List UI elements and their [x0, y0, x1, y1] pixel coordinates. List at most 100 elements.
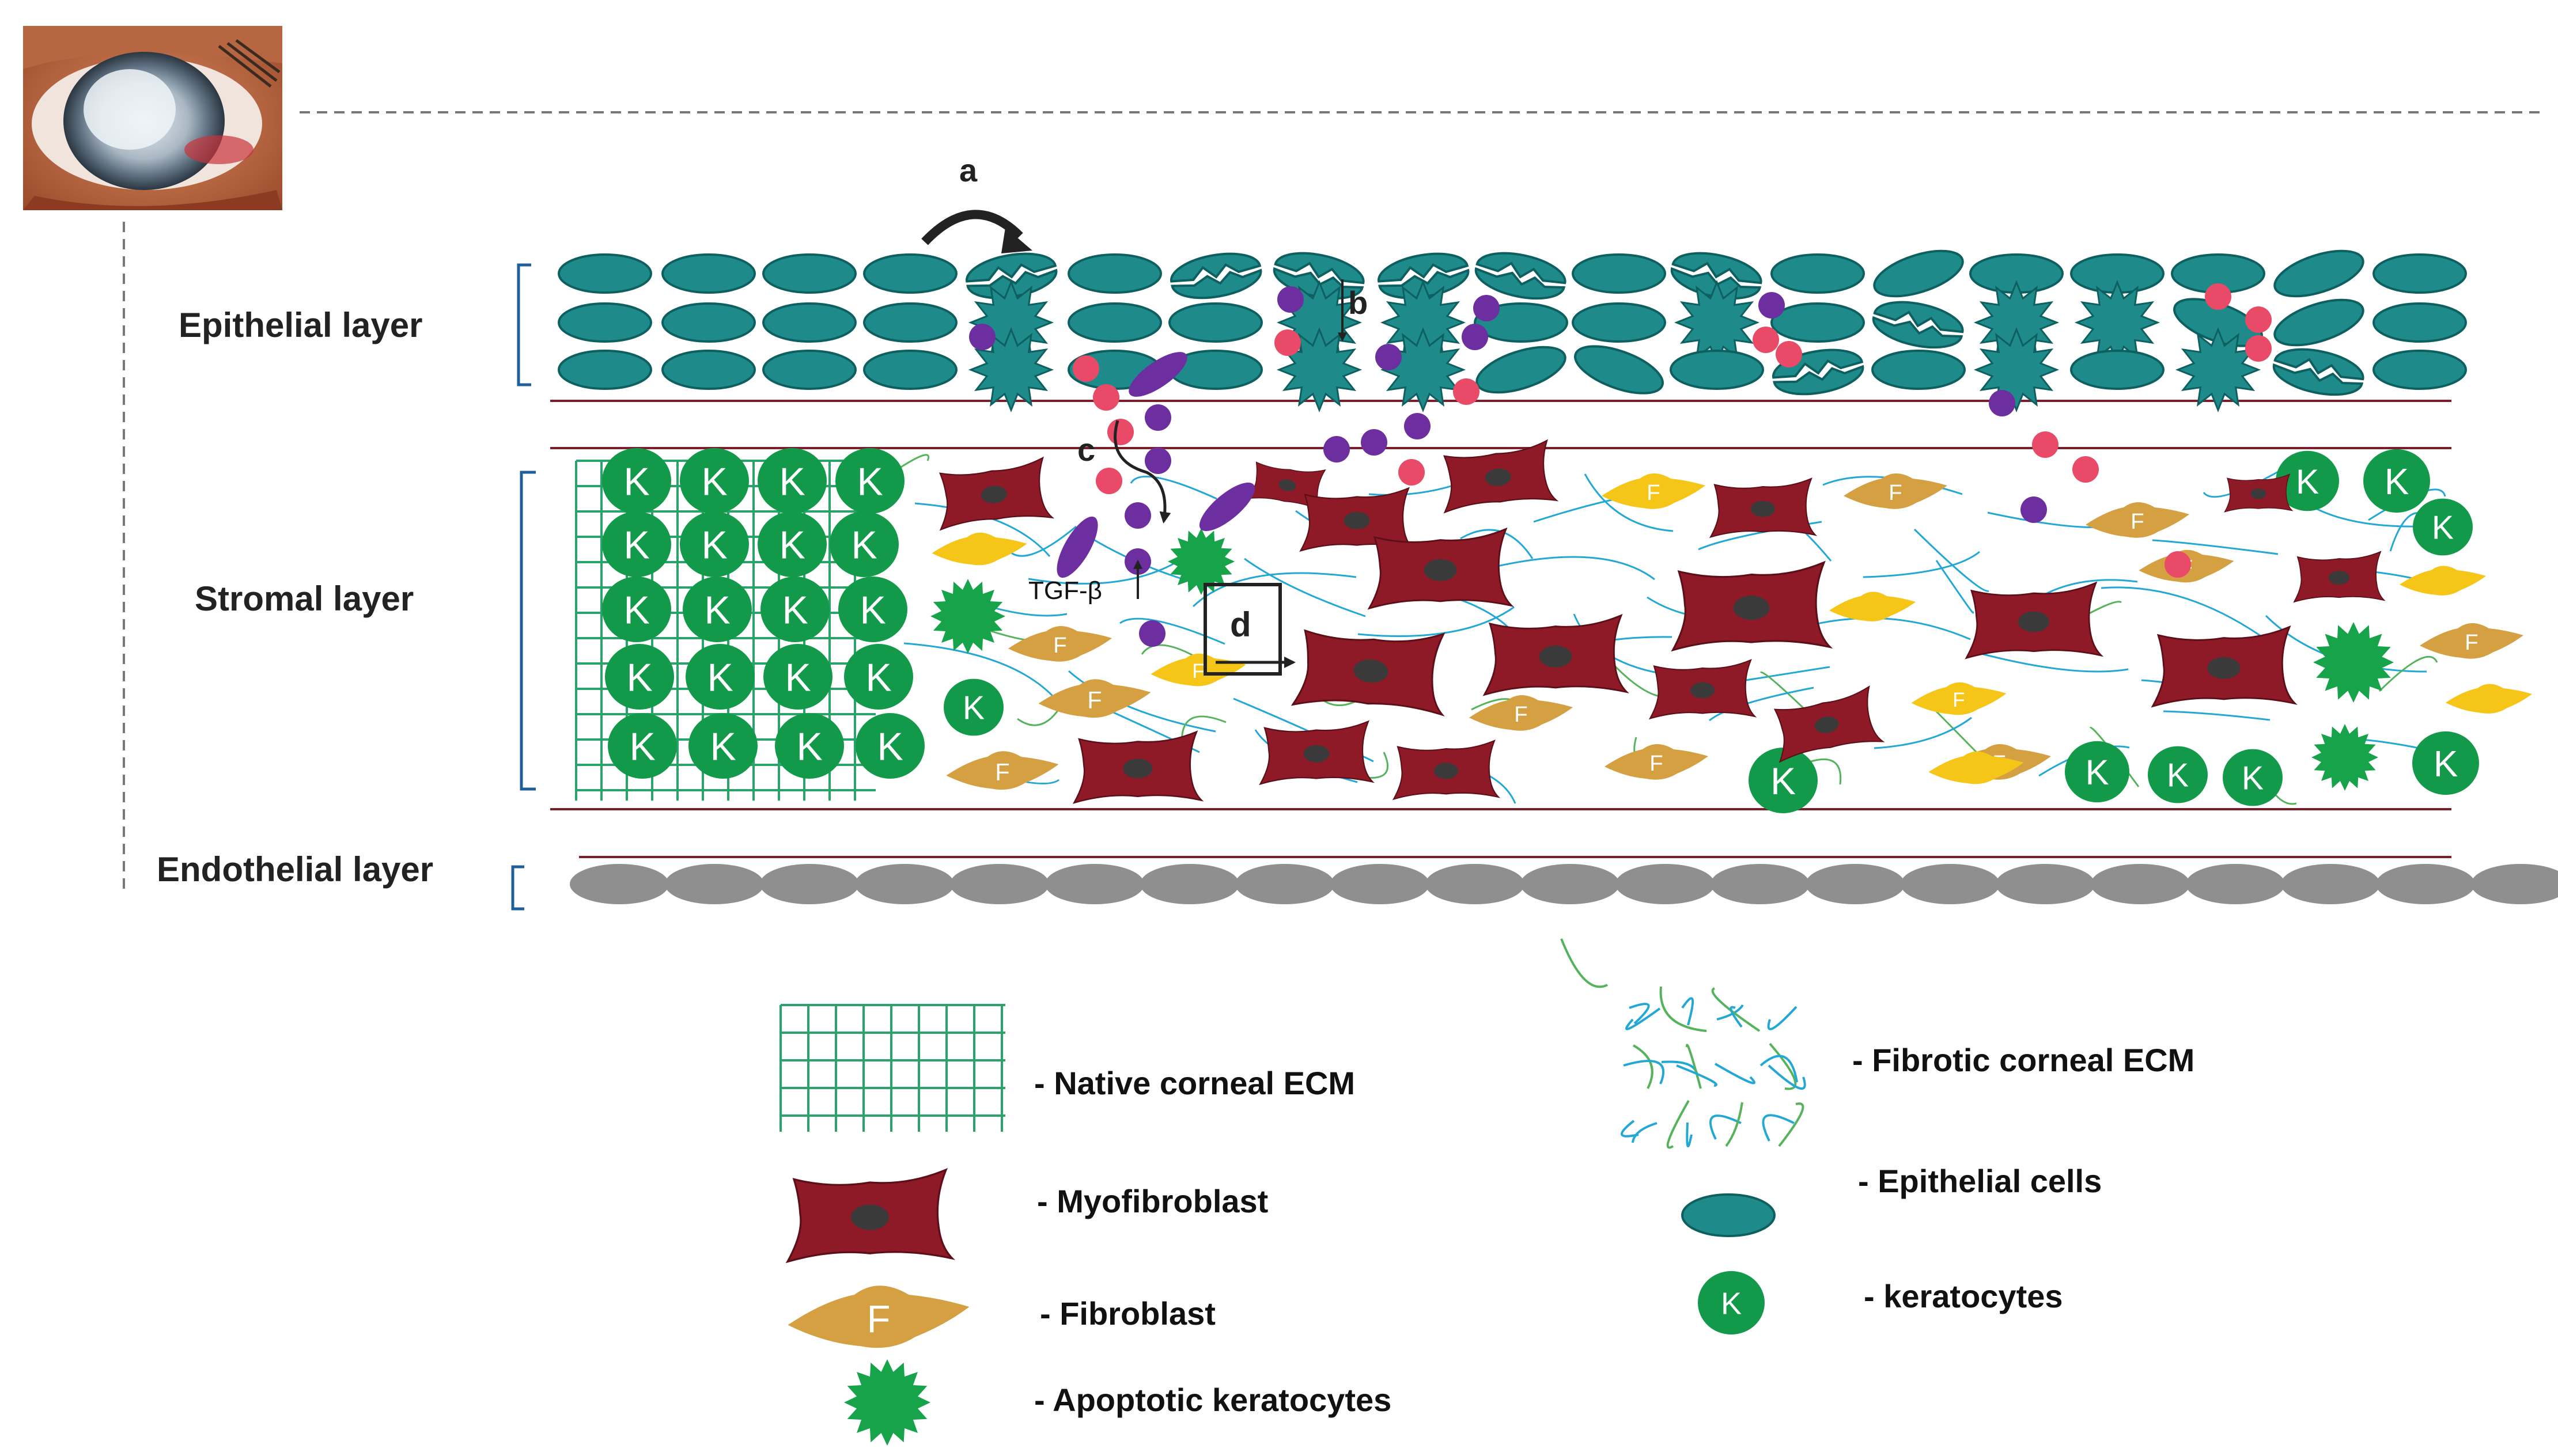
epithelial-cell — [762, 302, 857, 343]
keratocyte-cell: K — [605, 644, 674, 710]
epithelial-cell — [1770, 253, 1865, 294]
myofibroblast-cell — [1671, 560, 1833, 652]
legend-epithelial-label: - Epithelial cells — [1858, 1163, 2102, 1199]
annotation-c: c — [1077, 420, 1171, 524]
ecm-fiber — [903, 642, 1059, 702]
epithelial-cell — [1670, 350, 1764, 390]
purple-signal-dot — [1361, 429, 1387, 456]
ecm-fiber — [1935, 560, 1974, 614]
annotation-b: b — [1338, 279, 1368, 342]
keratocyte-letter: K — [704, 588, 730, 632]
epithelial-cell — [558, 253, 652, 294]
migrating-cell — [1057, 516, 1098, 578]
keratocyte-cell: K — [686, 644, 755, 710]
epithelial-cell — [1871, 350, 1966, 390]
pink-signal-dot — [1753, 327, 1779, 353]
keratocyte-letter: K — [963, 690, 985, 727]
epithelial-cell — [1068, 302, 1162, 343]
ecm-fiber — [1560, 938, 1608, 988]
pink-signal-dot — [1107, 419, 1134, 445]
epithelial-cell — [1574, 345, 1664, 395]
myofibroblast-nucleus — [1278, 479, 1296, 491]
keratocyte-cell: K — [760, 577, 830, 642]
myofibroblast-cell — [1648, 659, 1757, 720]
purple-signal-dot — [1375, 344, 1402, 370]
legend-keratocytes-label: - keratocytes — [1864, 1278, 2063, 1314]
ecm-fiber — [1730, 1006, 1743, 1028]
epithelial-cell — [2372, 350, 2467, 390]
keratocyte-letter: K — [1770, 760, 1796, 802]
keratocyte-cell: K — [1749, 748, 1818, 813]
legend-myofibroblast-label: - Myofibroblast — [1037, 1183, 1268, 1219]
keratocyte-letter: K — [623, 588, 649, 632]
ecm-fiber — [1681, 997, 1694, 1026]
myofibroblast-cell — [939, 456, 1055, 531]
keratocyte-cell: K — [602, 577, 671, 642]
ecm-fiber — [1976, 651, 2129, 673]
myofibroblast-nucleus — [1123, 759, 1153, 779]
keratocyte-letter: K — [707, 655, 733, 699]
epithelial-cell — [661, 350, 756, 390]
myofibroblast-cell — [1965, 581, 2104, 659]
ecm-fiber — [1621, 1120, 1639, 1138]
fibroblast-letter: F — [866, 1298, 890, 1341]
epithelial-cell — [863, 350, 958, 390]
keratocyte-letter: K — [860, 588, 886, 632]
endothelial-cell — [570, 864, 669, 904]
bracket-stromal — [520, 471, 536, 791]
keratocyte-cell: K — [758, 448, 827, 514]
endothelial-cell — [1235, 864, 1334, 904]
endothelial-cell — [1711, 864, 1810, 904]
fibroblast-letter: F — [2465, 630, 2478, 655]
legend-fibroblast-label: - Fibroblast — [1040, 1295, 1216, 1332]
epithelial-cell — [558, 350, 652, 390]
pink-signal-dot — [1453, 378, 1479, 405]
myofibroblast-nucleus — [2329, 571, 2349, 585]
myofibroblast-nucleus — [2250, 488, 2266, 499]
ecm-fiber — [1762, 1114, 1795, 1142]
ecm-fiber — [1666, 1100, 1690, 1149]
myofibroblast-nucleus — [1303, 745, 1330, 763]
ecm-fiber — [1068, 670, 1216, 733]
fibroblast-letter: F — [1053, 633, 1066, 658]
endothelial-cell — [1425, 864, 1524, 904]
keratocyte-letter: K — [796, 725, 822, 768]
endothelial-cell — [2281, 864, 2380, 904]
endothelial-cell — [855, 864, 954, 904]
endothelial-cell — [2471, 864, 2558, 904]
myofibroblast-nucleus — [981, 486, 1007, 503]
purple-signal-dot — [1989, 390, 2015, 416]
pink-signal-dot — [1274, 329, 1301, 356]
epithelial-cell — [1681, 1193, 1776, 1237]
keratocyte-cell: K — [758, 511, 827, 577]
marker-tgf-beta: TGF-β — [1028, 577, 1102, 605]
endothelial-cell — [1520, 864, 1619, 904]
fibroblast-cell — [2446, 684, 2532, 714]
ecm-fiber — [1686, 1122, 1693, 1148]
ecm-fiber — [1778, 1102, 1804, 1147]
pink-signal-dot — [1093, 384, 1119, 411]
epithelial-cell — [1873, 249, 1964, 298]
myofibroblast-cell — [1072, 730, 1204, 804]
keratocyte-letter: K — [2432, 510, 2454, 547]
fibroblast-letter: F — [1647, 480, 1660, 505]
fibroblast-cell — [932, 532, 1027, 566]
myofibroblast-cell — [785, 1167, 956, 1264]
pink-signal-dot — [2072, 456, 2099, 483]
annotation-d: d — [1204, 583, 1296, 676]
legend-native-ecm-label: - Native corneal ECM — [1034, 1065, 1355, 1101]
keratocyte-cell: K — [1698, 1271, 1765, 1335]
fibroblast-cell: F — [946, 751, 1059, 790]
fibroblast-cell: F — [1038, 679, 1151, 718]
keratocyte-letter: K — [851, 523, 877, 567]
keratocyte-cell: K — [608, 713, 677, 779]
myofibroblast-nucleus — [851, 1204, 889, 1230]
ecm-fiber — [1811, 617, 1971, 640]
fibroblast-cell — [1829, 592, 1916, 621]
epithelial-cell — [2273, 298, 2364, 347]
keratocyte-cell: K — [2413, 498, 2473, 556]
fibroblast-cell: F — [1844, 473, 1947, 509]
keratocyte-letter: K — [877, 725, 903, 768]
myofibroblast-nucleus — [1434, 763, 1458, 779]
purple-signal-dot — [1462, 324, 1488, 350]
